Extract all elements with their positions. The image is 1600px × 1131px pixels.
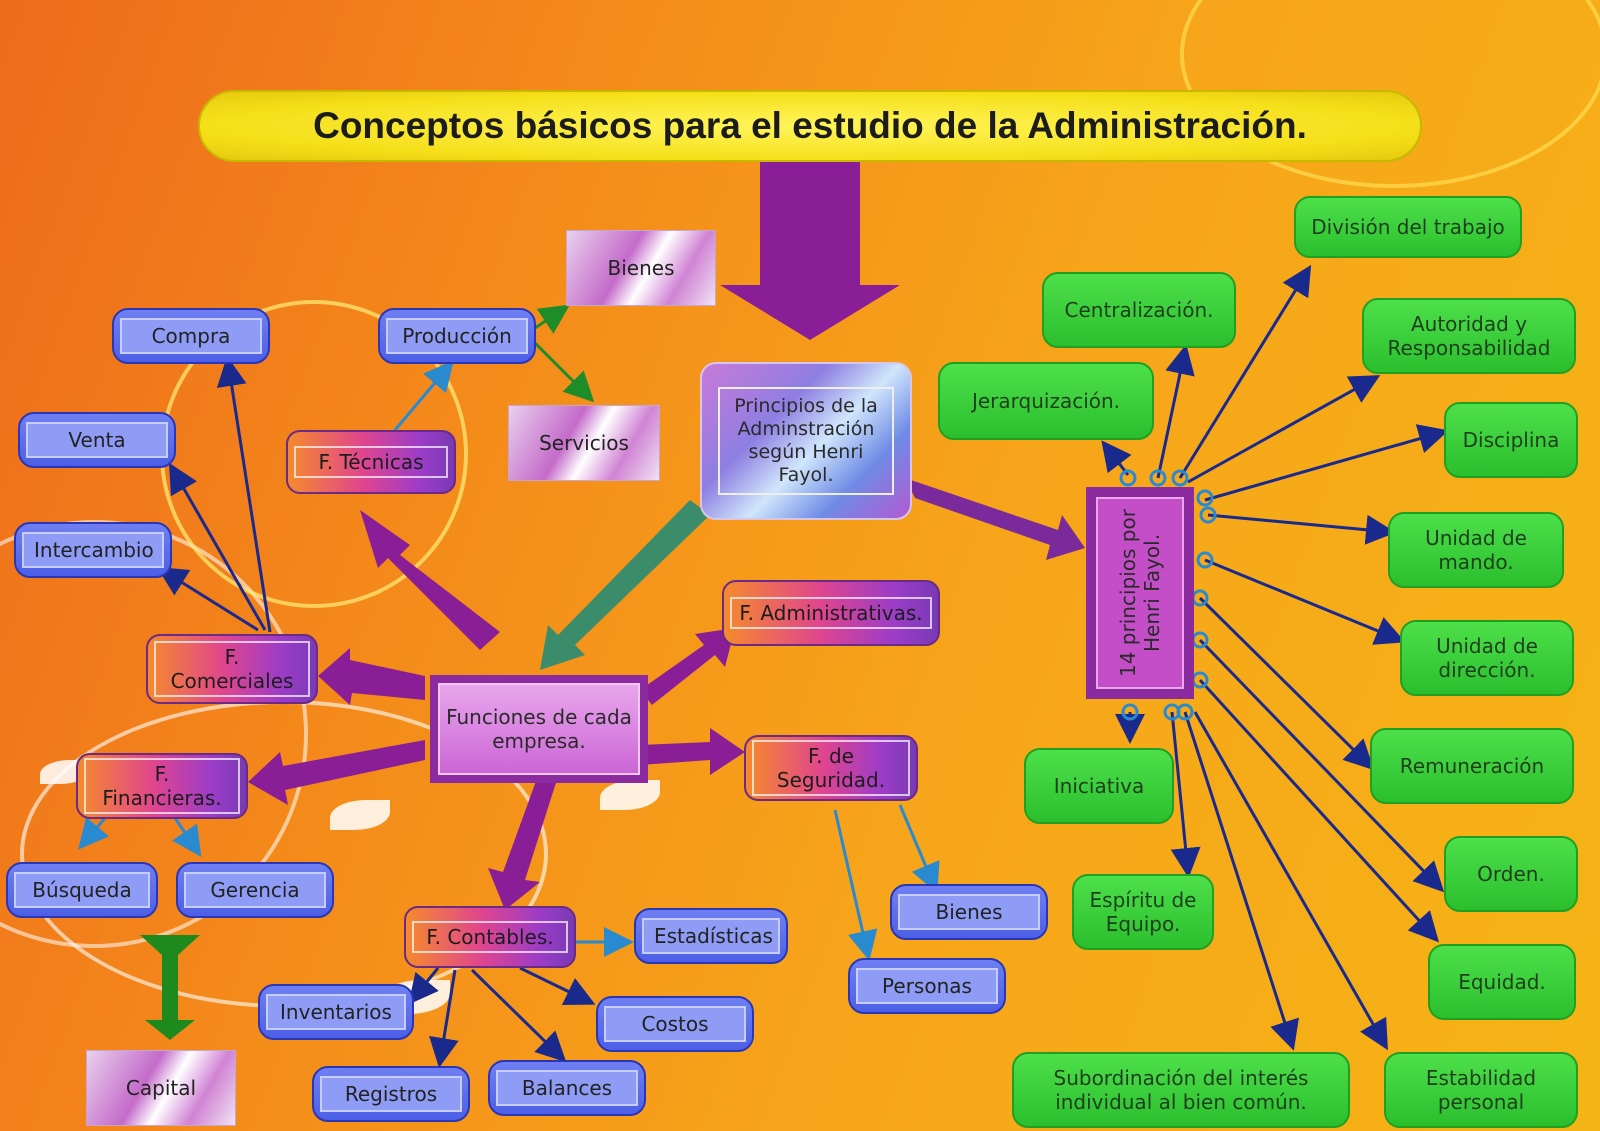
- arrow-principles-to-functions: [540, 500, 710, 670]
- function-administrativas-label: F. Administrativas.: [730, 597, 932, 629]
- fayol-principles-label: 14 principios por Henri Fayol.: [1096, 497, 1184, 689]
- principle-subordinacion[interactable]: Subordinación del interés individual al …: [1012, 1052, 1350, 1128]
- function-contables-label: F. Contables.: [412, 921, 568, 953]
- item-personas-label: Personas: [856, 968, 998, 1004]
- item-venta[interactable]: Venta: [18, 412, 176, 468]
- item-compra[interactable]: Compra: [112, 308, 270, 364]
- function-tecnicas[interactable]: F. Técnicas: [286, 430, 456, 494]
- item-balances[interactable]: Balances: [488, 1060, 646, 1116]
- item-capital[interactable]: Capital: [86, 1050, 236, 1126]
- item-produccion-label: Producción: [386, 318, 528, 354]
- item-intercambio-label: Intercambio: [22, 532, 164, 568]
- arrow-to-contables: [488, 770, 560, 910]
- principle-equidad[interactable]: Equidad.: [1428, 944, 1576, 1020]
- principle-estabilidad[interactable]: Estabilidad personal: [1384, 1052, 1578, 1128]
- arrow-to-comerciales: [318, 648, 425, 705]
- arrow-to-tecnicas: [360, 510, 500, 650]
- item-inventarios[interactable]: Inventarios: [258, 984, 414, 1040]
- arrow-to-administrativas: [640, 628, 735, 705]
- principle-iniciativa-label: Iniciativa: [1054, 774, 1144, 798]
- arrow-to-financieras: [248, 740, 425, 805]
- principle-disciplina-label: Disciplina: [1463, 428, 1560, 452]
- principle-jerarquizacion-label: Jerarquización.: [972, 389, 1120, 413]
- principle-division-trabajo[interactable]: División del trabajo: [1294, 196, 1522, 258]
- principle-division-trabajo-label: División del trabajo: [1311, 215, 1505, 239]
- principle-orden[interactable]: Orden.: [1444, 836, 1578, 912]
- item-personas[interactable]: Personas: [848, 958, 1006, 1014]
- item-inventarios-label: Inventarios: [266, 994, 406, 1030]
- principle-unidad-mando-label: Unidad de mando.: [1390, 526, 1562, 574]
- principle-unidad-direccion[interactable]: Unidad de dirección.: [1400, 620, 1574, 696]
- page-title: Conceptos básicos para el estudio de la …: [198, 90, 1422, 162]
- item-intercambio[interactable]: Intercambio: [14, 522, 172, 578]
- principle-remuneracion[interactable]: Remuneración: [1370, 728, 1574, 804]
- arrow-to-capital: [140, 935, 200, 1040]
- item-bienes-tecnicas[interactable]: Bienes: [566, 230, 716, 306]
- item-capital-label: Capital: [126, 1076, 196, 1100]
- item-servicios-label: Servicios: [539, 431, 629, 455]
- principle-espiritu-equipo[interactable]: Espíritu de Equipo.: [1072, 874, 1214, 950]
- arrow-principles-to-fayol: [905, 478, 1085, 560]
- item-bienes-seguridad-label: Bienes: [898, 894, 1040, 930]
- item-registros[interactable]: Registros: [312, 1066, 470, 1122]
- principle-remuneracion-label: Remuneración: [1400, 754, 1544, 778]
- item-bienes-seguridad[interactable]: Bienes: [890, 884, 1048, 940]
- principle-unidad-mando[interactable]: Unidad de mando.: [1388, 512, 1564, 588]
- function-financieras[interactable]: F. Financieras.: [76, 753, 248, 819]
- principle-estabilidad-label: Estabilidad personal: [1386, 1066, 1576, 1114]
- item-servicios[interactable]: Servicios: [508, 405, 660, 481]
- item-bienes-tecnicas-label: Bienes: [608, 256, 675, 280]
- function-comerciales-label: F. Comerciales: [154, 641, 310, 697]
- function-seguridad-label: F. de Seguridad.: [752, 740, 910, 796]
- item-costos-label: Costos: [604, 1006, 746, 1042]
- item-gerencia-label: Gerencia: [184, 872, 326, 908]
- functions-center-label: Funciones de cada empresa.: [438, 683, 640, 775]
- principles-center-node[interactable]: Principios de la Adminstración según Hen…: [700, 362, 912, 520]
- function-administrativas[interactable]: F. Administrativas.: [722, 580, 940, 646]
- principle-orden-label: Orden.: [1477, 862, 1545, 886]
- function-tecnicas-label: F. Técnicas: [294, 446, 448, 478]
- principle-equidad-label: Equidad.: [1458, 970, 1546, 994]
- principle-centralizacion[interactable]: Centralización.: [1042, 272, 1236, 348]
- item-registros-label: Registros: [320, 1076, 462, 1112]
- principle-disciplina[interactable]: Disciplina: [1444, 402, 1578, 478]
- principles-center-label: Principios de la Adminstración según Hen…: [718, 387, 894, 494]
- principle-autoridad[interactable]: Autoridad y Responsabilidad: [1362, 298, 1576, 374]
- principle-autoridad-label: Autoridad y Responsabilidad: [1364, 312, 1574, 360]
- item-busqueda-label: Búsqueda: [14, 872, 150, 908]
- function-contables[interactable]: F. Contables.: [404, 906, 576, 968]
- arrow-to-seguridad: [640, 728, 745, 775]
- item-busqueda[interactable]: Búsqueda: [6, 862, 158, 918]
- item-balances-label: Balances: [496, 1070, 638, 1106]
- item-produccion[interactable]: Producción: [378, 308, 536, 364]
- item-estadisticas-label: Estadísticas: [642, 918, 780, 954]
- item-compra-label: Compra: [120, 318, 262, 354]
- principle-unidad-direccion-label: Unidad de dirección.: [1402, 634, 1572, 682]
- functions-center-node[interactable]: Funciones de cada empresa.: [430, 675, 648, 783]
- principle-subordinacion-label: Subordinación del interés individual al …: [1014, 1066, 1348, 1114]
- title-down-arrow: [720, 162, 900, 340]
- principle-centralizacion-label: Centralización.: [1065, 298, 1214, 322]
- function-seguridad[interactable]: F. de Seguridad.: [744, 735, 918, 801]
- item-costos[interactable]: Costos: [596, 996, 754, 1052]
- item-estadisticas[interactable]: Estadísticas: [634, 908, 788, 964]
- principle-iniciativa[interactable]: Iniciativa: [1024, 748, 1174, 824]
- item-gerencia[interactable]: Gerencia: [176, 862, 334, 918]
- principle-espiritu-equipo-label: Espíritu de Equipo.: [1074, 888, 1212, 936]
- item-venta-label: Venta: [26, 422, 168, 458]
- function-comerciales[interactable]: F. Comerciales: [146, 634, 318, 704]
- fayol-principles-node[interactable]: 14 principios por Henri Fayol.: [1086, 487, 1194, 699]
- function-financieras-label: F. Financieras.: [84, 758, 240, 814]
- principle-jerarquizacion[interactable]: Jerarquización.: [938, 362, 1154, 440]
